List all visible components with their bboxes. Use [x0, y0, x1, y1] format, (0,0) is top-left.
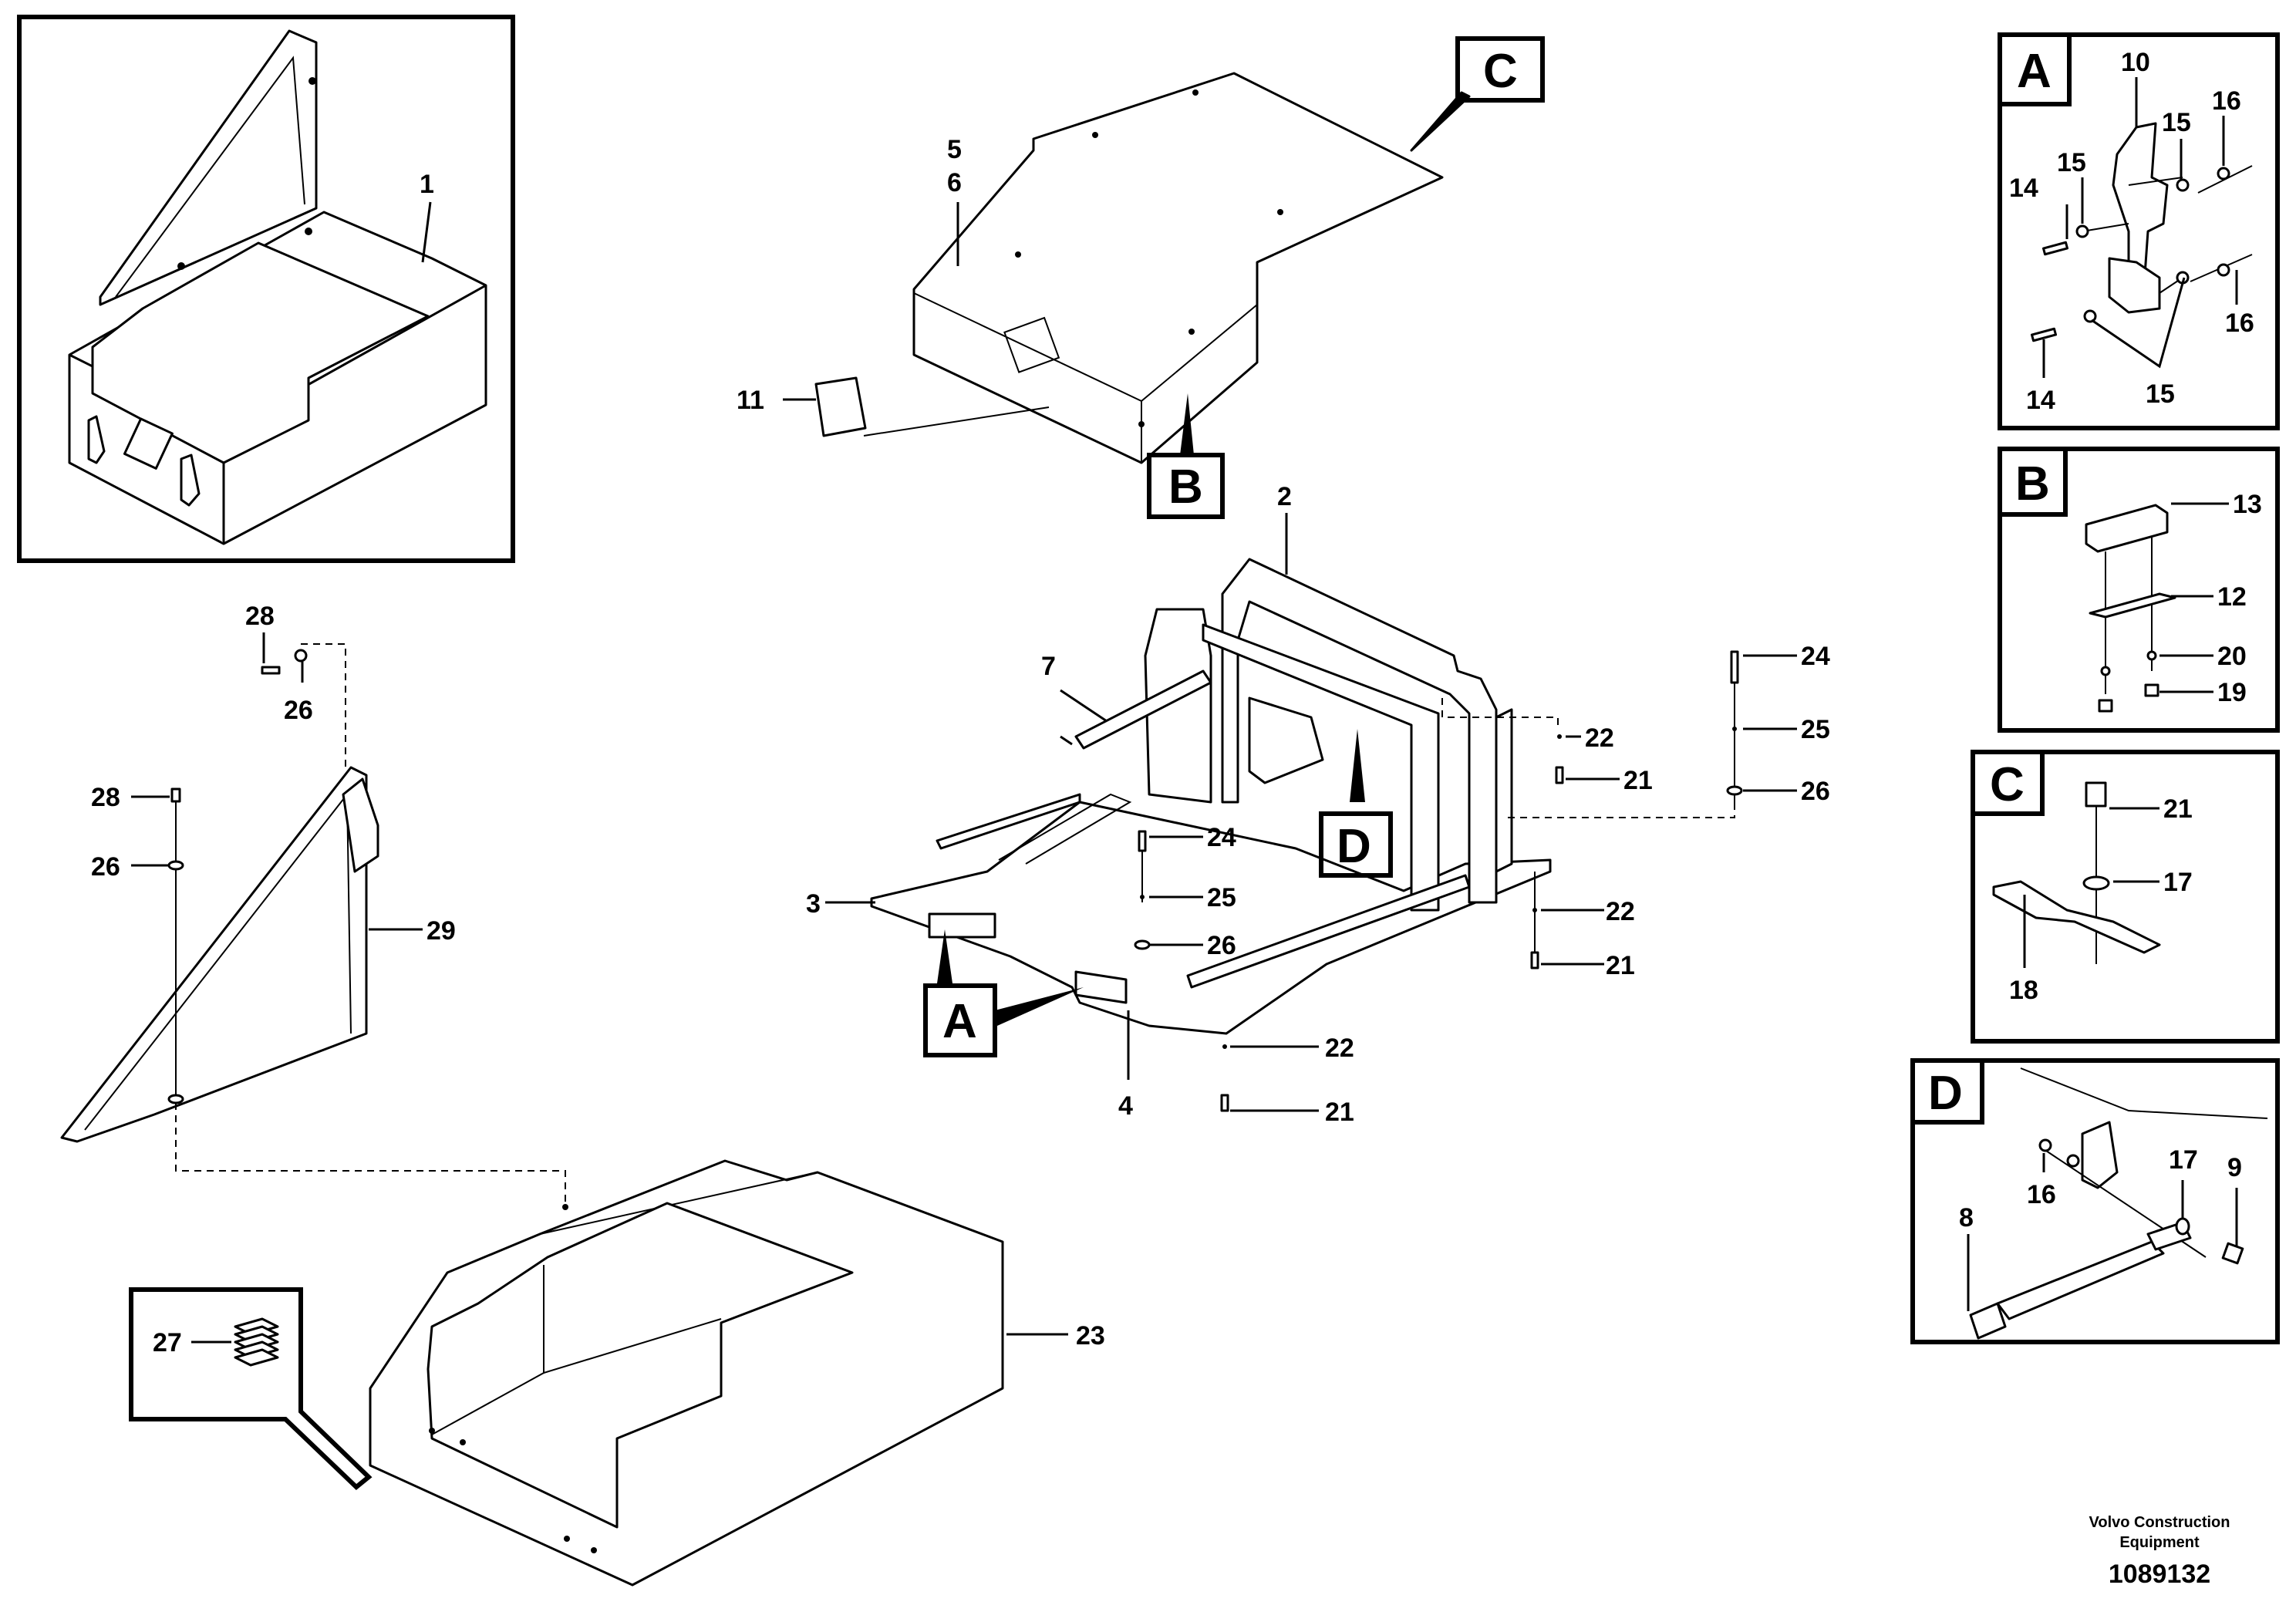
callout-16-lower: 16 [2225, 309, 2254, 338]
callout-24-right: 24 [1801, 642, 1830, 671]
detail-A: A 10 14 15 15 16 16 14 15 [1998, 32, 2280, 430]
callout-2: 2 [1277, 482, 1292, 511]
detail-C-title: C [1990, 758, 2025, 811]
detail-D: D 8 16 17 9 [1910, 1058, 2280, 1344]
decal-kit-icon [234, 1317, 279, 1367]
callout-15-lower: 15 [2146, 379, 2175, 409]
callout-11: 11 [737, 386, 764, 415]
footer: Volvo Construction Equipment 1089132 [2089, 1514, 2230, 1589]
callout-1: 1 [420, 170, 434, 199]
callout-14-upper: 14 [2009, 174, 2038, 203]
callout-16-detail-D: 16 [2027, 1180, 2056, 1209]
callout-25-center: 25 [1207, 883, 1236, 912]
marker-B: B [1168, 460, 1203, 514]
callout-17-detail-D: 17 [2169, 1145, 2198, 1175]
callout-28-top: 28 [245, 602, 275, 631]
callout-24-center: 24 [1207, 823, 1236, 852]
callout-26-center: 26 [1207, 931, 1236, 960]
overview-inset: 1 [17, 15, 515, 563]
callout-28-mid: 28 [91, 783, 120, 812]
callout-26-mid: 26 [91, 852, 120, 882]
callout-7: 7 [1041, 652, 1056, 681]
callout-12: 12 [2217, 582, 2247, 612]
callout-6: 6 [947, 168, 962, 197]
callout-19: 19 [2217, 678, 2247, 707]
callout-13: 13 [2233, 490, 2262, 519]
callout-26-top: 26 [284, 696, 313, 725]
callout-21-bottom: 21 [1325, 1098, 1354, 1127]
marker-C: C [1483, 45, 1518, 98]
callout-21-detail: 21 [2163, 794, 2193, 824]
frame-assembly: 7 2 3 4 A D 24 25 26 22 21 [806, 482, 1830, 1127]
callout-27: 27 [153, 1328, 182, 1357]
callout-9: 9 [2227, 1153, 2242, 1182]
callout-21-upper: 21 [1623, 766, 1653, 795]
box-body-assembly: 23 27 [129, 1159, 1105, 1587]
company-name-line2: Equipment [2119, 1534, 2200, 1551]
callout-5: 5 [947, 135, 962, 164]
callout-22-bottom: 22 [1325, 1034, 1354, 1063]
callout-18: 18 [2009, 976, 2038, 1005]
callout-21-right: 21 [1606, 951, 1635, 980]
callout-15-upper-left: 15 [2057, 148, 2086, 177]
callout-14-lower: 14 [2026, 386, 2055, 415]
marker-D: D [1337, 820, 1371, 873]
detail-C: C 21 17 18 [1971, 750, 2280, 1044]
document-number: 1089132 [2109, 1560, 2210, 1589]
callout-22-right: 22 [1606, 897, 1635, 926]
callout-4: 4 [1118, 1091, 1133, 1121]
lid-assembly: 11 5 6 C B [737, 36, 1545, 519]
detail-D-title: D [1928, 1067, 1963, 1120]
callout-10: 10 [2121, 48, 2150, 77]
callout-25-right: 25 [1801, 715, 1830, 744]
company-name-line1: Volvo Construction [2089, 1514, 2230, 1531]
callout-8: 8 [1959, 1203, 1974, 1233]
detail-B-title: B [2015, 457, 2050, 511]
callout-17-detail-C: 17 [2163, 868, 2193, 897]
detail-A-title: A [2017, 45, 2052, 98]
marker-A: A [942, 995, 977, 1048]
detail-B: B 13 12 20 19 [1998, 447, 2280, 733]
callout-29: 29 [426, 916, 456, 946]
callout-16-upper: 16 [2212, 86, 2241, 116]
callout-20: 20 [2217, 642, 2247, 671]
callout-15-upper-right: 15 [2162, 108, 2191, 137]
callout-22-upper: 22 [1585, 723, 1614, 753]
side-guard-assembly: 29 28 26 28 26 [60, 602, 566, 1203]
callout-3: 3 [806, 889, 821, 919]
callout-26-right: 26 [1801, 777, 1830, 806]
callout-23: 23 [1076, 1321, 1105, 1351]
